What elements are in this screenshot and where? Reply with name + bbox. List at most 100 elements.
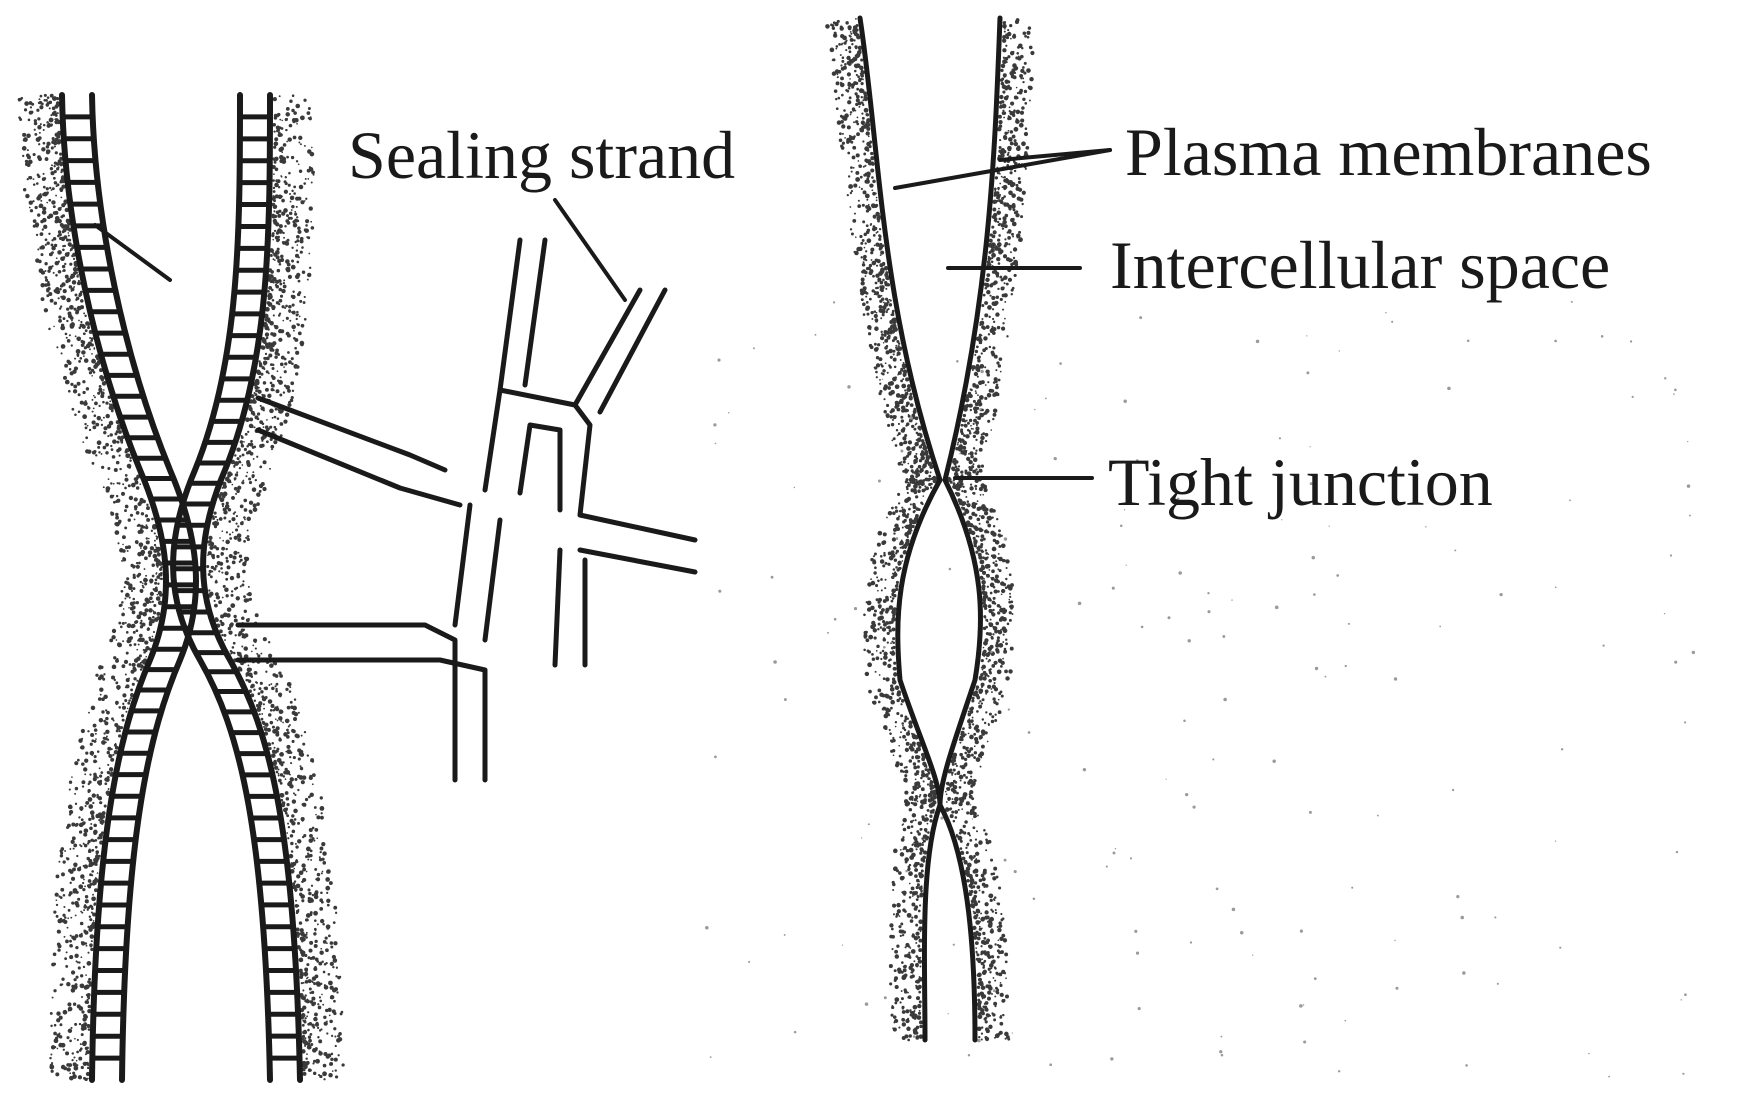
stipple-dot (889, 629, 892, 632)
stipple-dot (77, 282, 80, 285)
stipple-dot (78, 393, 81, 396)
stipple-dot (928, 483, 931, 486)
stipple-dot (1018, 177, 1021, 180)
stipple-dot (843, 41, 846, 44)
stipple-dot (242, 584, 245, 587)
stipple-dot (900, 359, 902, 361)
stipple-dot (129, 457, 132, 460)
stipple-dot (68, 1010, 70, 1012)
stipple-dot (241, 443, 243, 445)
stipple-dot (985, 1020, 988, 1023)
stipple-dot (918, 919, 923, 924)
stipple-dot (848, 186, 851, 189)
stipple-dot (307, 1045, 312, 1050)
stipple-dot (900, 852, 905, 857)
stipple-dot (917, 755, 921, 759)
stipple-dot (866, 313, 869, 316)
stipple-dot (892, 1027, 894, 1029)
stipple-dot (916, 480, 919, 483)
stipple-dot (215, 580, 217, 582)
stipple-dot (256, 492, 261, 497)
stipple-dot (124, 598, 126, 600)
stipple-dot (865, 194, 870, 199)
stipple-dot (901, 419, 904, 422)
stipple-dot (920, 777, 923, 780)
stipple-dot (217, 561, 221, 565)
stipple-dot (876, 287, 879, 290)
stipple-dot (847, 100, 851, 104)
stipple-dot (88, 859, 92, 863)
stipple-dot (114, 723, 118, 727)
stipple-dot (22, 155, 24, 157)
stipple-dot (109, 406, 113, 410)
stipple-dot (872, 623, 876, 627)
stipple-dot (332, 966, 334, 968)
stipple-dot (886, 517, 888, 519)
stipple-dot (136, 511, 140, 515)
stipple-dot (883, 398, 885, 400)
stipple-dot (898, 423, 900, 425)
stipple-dot (840, 54, 842, 56)
stipple-dot (62, 224, 66, 228)
stipple-dot (905, 766, 907, 768)
stipple-dot (997, 288, 999, 290)
stipple-dot (901, 699, 905, 703)
stipple-dot (330, 946, 333, 949)
stipple-dot (903, 442, 905, 444)
stipple-dot (891, 617, 896, 622)
stipple-dot (907, 718, 909, 720)
stipple-dot (885, 288, 887, 290)
stipple-dot (279, 759, 282, 762)
stipple-dot (927, 783, 929, 785)
stipple-dot (292, 311, 296, 315)
stipple-dot (110, 495, 114, 499)
stipple-dot (902, 513, 906, 517)
stipple-dot (82, 414, 87, 419)
stipple-dot (880, 254, 882, 256)
stipple-dot (878, 357, 882, 361)
stipple-dot (231, 517, 235, 521)
stipple-dot (964, 781, 967, 784)
stipple-dot (42, 177, 46, 181)
stipple-dot (69, 955, 73, 959)
stipple-dot (311, 147, 313, 149)
stipple-dot (893, 672, 897, 676)
stipple-dot (144, 568, 146, 570)
stipple-dot (157, 552, 161, 556)
stipple-dot (900, 714, 903, 717)
stipple-dot (308, 892, 312, 896)
stipple-dot (997, 326, 1000, 329)
stipple-dot (918, 465, 922, 469)
stipple-dot (242, 570, 246, 574)
stipple-dot (876, 645, 879, 648)
stipple-dot (25, 160, 28, 163)
stipple-dot (68, 1063, 72, 1067)
stipple-dot (914, 915, 918, 919)
stipple-dot (310, 859, 312, 861)
stipple-dot (325, 877, 330, 882)
stipple-dot (116, 639, 118, 641)
stipple-dot (88, 804, 93, 809)
stipple-dot (327, 904, 330, 907)
stipple-dot (901, 507, 903, 509)
stipple-dot (90, 839, 93, 842)
stipple-dot (879, 390, 882, 393)
stipple-dot (58, 315, 61, 318)
stipple-dot (71, 1059, 73, 1061)
stipple-dot (850, 38, 854, 42)
stipple-dot (105, 741, 107, 743)
stipple-dot (871, 318, 873, 320)
stipple-dot (911, 733, 913, 735)
stipple-dot (847, 125, 851, 129)
stipple-dot (279, 393, 282, 396)
stipple-dot (892, 904, 896, 908)
stipple-dot (37, 248, 39, 250)
stipple-dot (74, 901, 79, 906)
stipple-dot (87, 1024, 91, 1028)
stipple-dot (905, 739, 907, 741)
stipple-dot (65, 252, 70, 257)
stipple-dot (247, 462, 251, 466)
stipple-dot (841, 43, 843, 45)
stipple-dot (19, 118, 22, 121)
stipple-dot (88, 840, 91, 843)
